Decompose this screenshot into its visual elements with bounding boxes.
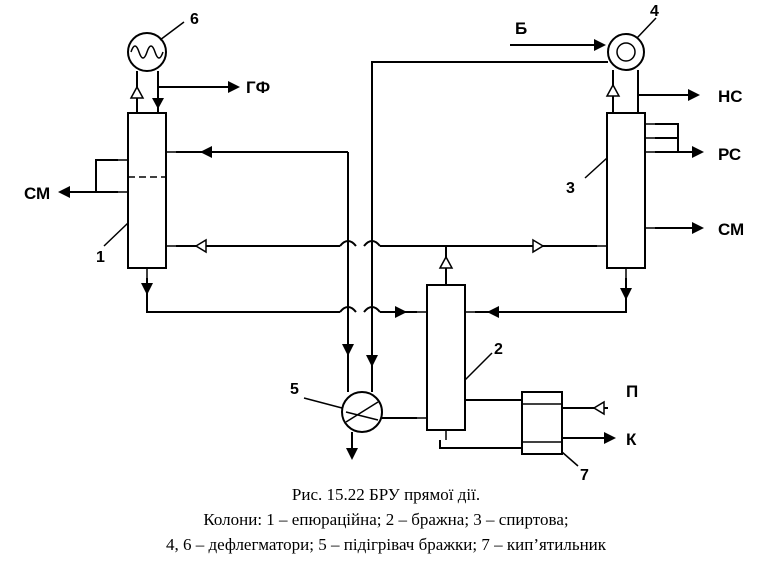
label-k: К [626,430,637,449]
label-rs: РС [718,145,741,164]
label-b: Б [515,19,527,38]
caption-line-1: Рис. 15.22 БРУ прямої дії. [291,485,481,504]
number-6: 6 [190,11,199,28]
label-gf: ГФ [246,78,270,97]
heater-5 [341,391,417,460]
stream-rs [655,123,704,158]
number-3: 3 [566,180,575,197]
column-2-mash [417,284,475,440]
boiler-7 [439,391,616,455]
leader-lines [103,17,657,467]
number-2: 2 [494,341,503,358]
stream-sm-right [655,222,704,234]
caption-line-2: Колони: 1 – епюраційна; 2 – бражна; 3 – … [203,510,569,529]
dephlegmator-6 [127,32,240,113]
label-sm-left: СМ [24,184,50,203]
label-sm-right: СМ [718,220,744,239]
stream-sm-left [58,159,118,198]
piping [141,61,632,392]
number-1: 1 [96,249,105,266]
number-4: 4 [650,3,659,20]
label-ns: НС [718,87,743,106]
caption-line-3: 4, 6 – дефлегматори; 5 – підігрівач браж… [165,535,607,554]
figure-caption: Рис. 15.22 БРУ прямої дії. Колони: 1 – е… [0,482,772,557]
label-p: П [626,382,638,401]
column-3-spirit [597,112,655,278]
number-7: 7 [580,467,589,480]
column-1-epuration [118,112,176,278]
process-flow-diagram: ГФ Б НС РС СМ СМ П К 1 2 3 4 5 6 7 [24,3,744,480]
crossovers [339,238,381,320]
dephlegmator-4 [510,33,700,113]
number-5: 5 [290,381,299,398]
